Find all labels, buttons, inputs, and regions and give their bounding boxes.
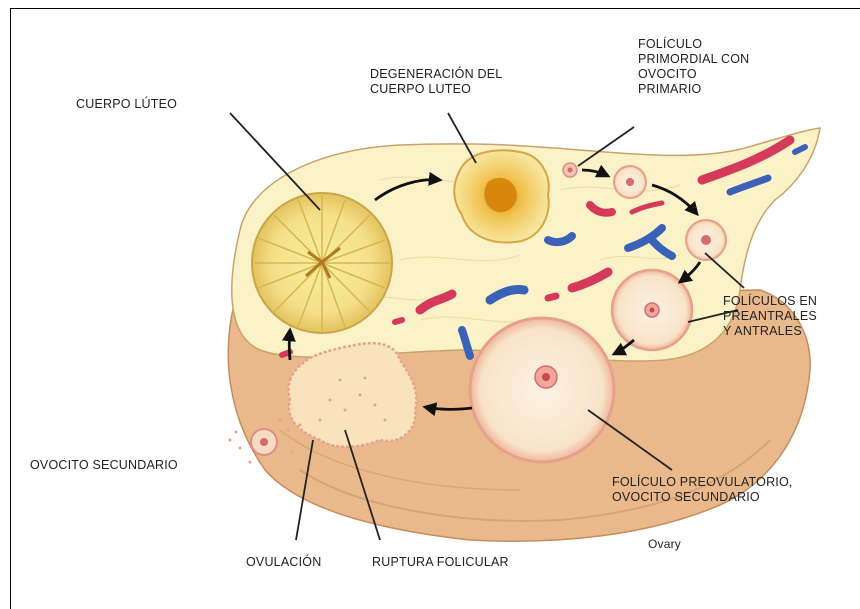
label-ovocito-secundario: OVOCITO SECUNDARIO — [30, 458, 178, 473]
preovulatory-follicle — [470, 318, 614, 462]
label-degeneracion: DEGENERACIÓN DEL CUERPO LUTEO — [370, 67, 502, 97]
label-foliculo-primordial: FOLÍCULO PRIMORDIAL CON OVOCITO PRIMARIO — [638, 37, 749, 97]
label-foliculos-antrales: FOLÍCULOS EN PREANTRALES Y ANTRALES — [723, 294, 817, 339]
ruptured-follicle — [289, 343, 417, 447]
label-ovary: Ovary — [648, 537, 681, 552]
label-cuerpo-luteo: CUERPO LÚTEO — [76, 97, 177, 112]
label-ruptura: RUPTURA FOLICULAR — [372, 555, 509, 570]
primary-follicle — [614, 166, 646, 198]
primordial-follicle — [563, 163, 577, 177]
label-preovulatorio: FOLÍCULO PREOVULATORIO, OVOCITO SECUNDAR… — [612, 475, 793, 505]
corpus-luteum — [252, 193, 392, 333]
label-ovulacion: OVULACIÓN — [246, 555, 321, 570]
diagram-frame: CUERPO LÚTEO DEGENERACIÓN DEL CUERPO LUT… — [0, 0, 860, 590]
